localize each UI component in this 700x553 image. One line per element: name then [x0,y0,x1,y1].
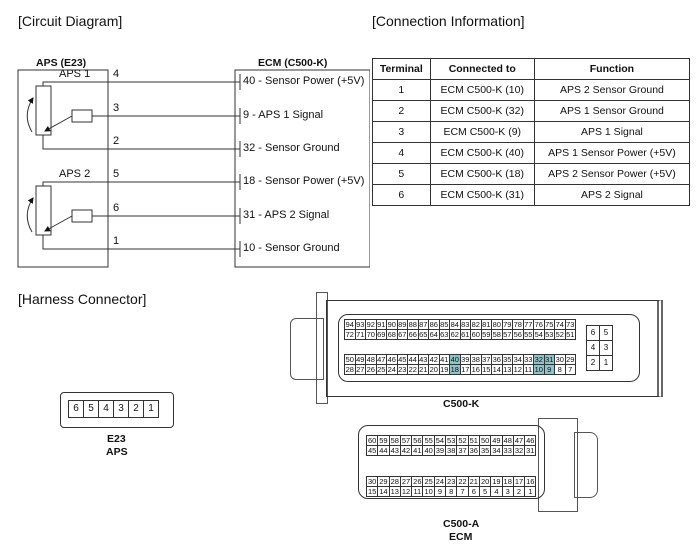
ecm-terminal-label: 10 - Sensor Ground [243,242,340,254]
sensor-label: APS 1 [59,68,91,80]
ecm-box [234,69,370,268]
aps-pin-number: 3 [113,102,120,114]
table-header: Function [533,58,691,80]
connector-pin: 6 [68,400,84,418]
connector-pin: 1 [143,400,159,418]
c500a-cover [574,432,598,498]
ecm-terminal-label: 18 - Sensor Power (+5V) [243,175,365,187]
table-cell: ECM C500-K (9) [429,121,535,143]
table-cell: 2 [372,100,431,122]
table-cell: APS 1 Sensor Ground [533,100,691,122]
c500a-housing [538,418,578,512]
sensor-label: APS 2 [59,168,91,180]
connection-info-title: [Connection Information] [372,13,525,29]
table-cell: APS 2 Sensor Power (+5V) [533,163,691,185]
table-cell: 1 [372,79,431,101]
c500k-cover [290,318,324,380]
table-cell: 3 [372,121,431,143]
ecm-label: ECM (C500-K) [258,57,328,69]
aps-pin-number: 5 [113,168,120,180]
ecm-terminal-label: 32 - Sensor Ground [243,142,340,154]
table-cell: APS 2 Signal [533,184,691,206]
connector-pin: 6 [586,325,600,341]
connector-pin: 4 [586,340,600,356]
connector-pin: 5 [83,400,99,418]
table-cell: APS 1 Sensor Power (+5V) [533,142,691,164]
connector-pin: 2 [128,400,144,418]
table-cell: ECM C500-K (40) [429,142,535,164]
aps-pin-number: 4 [113,68,120,80]
c500a-desc: ECM [449,531,473,543]
connector-pin: 7 [564,364,576,375]
table-cell: ECM C500-K (32) [429,100,535,122]
ecm-terminal-label: 9 - APS 1 Signal [243,109,324,121]
ecm-terminal-label: 31 - APS 2 Signal [243,209,330,221]
connector-pin: 1 [599,355,613,371]
c500k-latch [316,292,328,404]
connector-pin: 1 [524,486,537,497]
connector-pin: 3 [113,400,129,418]
aps-pin-number: 6 [113,202,120,214]
aps-label: APS (E23) [36,57,87,69]
c500k-housing [326,300,663,397]
aps-box [17,69,109,268]
e23-desc: APS [106,446,128,458]
table-cell: ECM C500-K (10) [429,79,535,101]
table-header: Connected to [429,58,535,80]
harness-connector-title: [Harness Connector] [18,291,147,307]
table-header: Terminal [372,58,431,80]
table-cell: ECM C500-K (18) [429,163,535,185]
circuit-wiring [17,69,370,268]
ecm-terminal-label: 40 - Sensor Power (+5V) [243,75,365,87]
connector-pin: 31 [524,445,537,456]
aps-pin-number: 2 [113,135,120,147]
table-cell: 6 [372,184,431,206]
table-cell: APS 1 Signal [533,121,691,143]
c500a-name: C500-A [443,518,480,530]
aps-pin-number: 1 [113,235,120,247]
table-cell: 5 [372,163,431,185]
e23-name: E23 [107,433,126,445]
connector-pin: 51 [564,329,576,340]
table-cell: 4 [372,142,431,164]
circuit-diagram-title: [Circuit Diagram] [18,13,123,29]
table-cell: APS 2 Sensor Ground [533,79,691,101]
table-cell: ECM C500-K (31) [429,184,535,206]
connector-pin: 2 [586,355,600,371]
connector-pin: 5 [599,325,613,341]
c500k-name: C500-K [443,398,480,410]
connector-pin: 4 [98,400,114,418]
connector-pin: 3 [599,340,613,356]
